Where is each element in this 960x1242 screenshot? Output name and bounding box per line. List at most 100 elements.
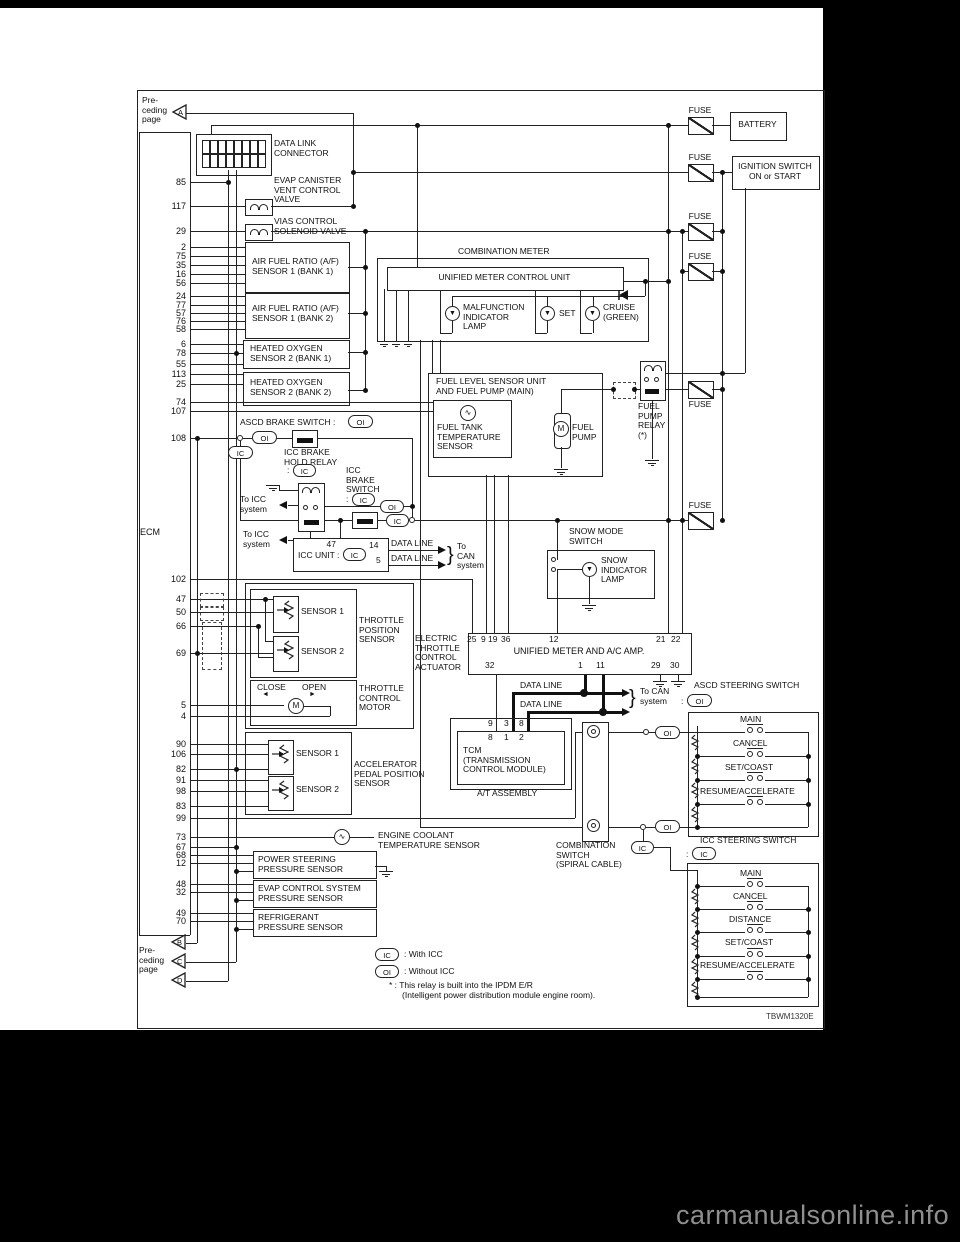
fuse-label: FUSE — [688, 251, 712, 261]
fuse-snow — [688, 512, 714, 530]
amp-pin: 12 — [549, 634, 559, 644]
switch-contact-icon — [745, 748, 765, 757]
fuel-temp-resistor-icon: ∿ — [460, 405, 476, 421]
ecm-pin: 76 — [175, 316, 186, 326]
ecm-pin: 56 — [175, 278, 186, 288]
cruise-lamp-icon: ▼ — [585, 306, 600, 321]
potentiometer-icon — [272, 744, 290, 764]
ecm-pin: 77 — [175, 300, 186, 310]
resistor-icon — [690, 981, 700, 998]
ascd-steering-switch-box — [688, 712, 819, 837]
switch-contact-icon — [745, 924, 765, 933]
ecm-pin: 74 — [175, 397, 186, 407]
ecm-pin: 113 — [171, 369, 186, 379]
at-assembly-box — [450, 718, 572, 790]
to-icc-arrow-icon — [279, 536, 287, 544]
afr1-label: AIR FUEL RATIO (A/F) SENSOR 1 (BANK 1) — [252, 256, 339, 276]
aps-sensor1-box — [268, 740, 294, 775]
mil-lamp-icon: ▼ — [445, 306, 460, 321]
fuse-battery — [688, 117, 714, 135]
icc-row-label: SET/COAST — [725, 937, 774, 947]
fuse-3 — [688, 223, 714, 241]
amp-pin: 9 — [481, 634, 486, 644]
amp-pin: 29 — [651, 660, 661, 670]
tps-sensor2-label: SENSOR 2 — [301, 646, 344, 656]
ecm-pin: 82 — [175, 764, 186, 774]
electric-throttle-actuator-box — [245, 583, 414, 729]
to-can-label: To CAN system — [457, 541, 484, 571]
combination-meter-title: COMBINATION METER — [458, 246, 550, 256]
icc-row-label: DISTANCE — [729, 914, 772, 924]
contact-circle — [643, 729, 649, 735]
umcu-label: UNIFIED METER CONTROL UNIT — [438, 272, 571, 282]
icc-unit-box — [293, 538, 389, 572]
fuel-unit-label: FUEL LEVEL SENSOR UNIT AND FUEL PUMP (MA… — [436, 376, 547, 396]
ecm-pin: 73 — [175, 832, 186, 842]
ho2s2-bank1-box — [243, 340, 350, 369]
amp-pin: 21 — [656, 634, 666, 644]
potentiometer-icon — [277, 600, 295, 620]
preceding-page-marker-a: A — [171, 103, 188, 121]
tcm-pin: 8 — [488, 732, 493, 742]
tcm-pin: 3 — [504, 718, 509, 728]
colon: : — [287, 465, 290, 475]
evap-valve-coil — [245, 199, 273, 216]
throttle-motor-box — [250, 680, 357, 726]
battery-label: BATTERY — [738, 119, 777, 129]
diode-icon — [618, 290, 628, 300]
ascd-brake-switch-label: ASCD BRAKE SWITCH : — [240, 417, 336, 427]
icc-unit-pin14: 14 — [369, 540, 379, 550]
resistor-icon — [690, 934, 700, 951]
aps-sensor2-box — [268, 776, 294, 811]
dashed-connector — [200, 593, 224, 607]
icc-unit-pin5: 5 — [376, 555, 381, 565]
ecm-pin: 107 — [170, 406, 186, 416]
legend-with-icc: : With ICC — [404, 949, 443, 959]
contact-circle — [640, 824, 646, 830]
at-assembly-label: A/T ASSEMBLY — [477, 788, 538, 798]
ect-resistor-icon: ∿ — [334, 829, 350, 845]
amp-pin: 36 — [501, 634, 511, 644]
open-label: OPEN — [302, 682, 327, 692]
throttle-motor-icon: M — [288, 698, 304, 714]
data-link-connector-box — [196, 134, 272, 176]
arrow-icon — [622, 708, 630, 716]
mil-label: MALFUNCTION INDICATOR LAMP — [463, 302, 525, 332]
resistor-icon — [690, 911, 700, 928]
tps-sensor2-box — [273, 636, 299, 672]
ecm-pin: 2 — [180, 242, 186, 252]
ecm-pin: 69 — [175, 648, 186, 658]
ref-sensor-label: REFRIGERANT PRESSURE SENSOR — [258, 912, 344, 932]
icc-unit-label: ICC UNIT : — [298, 550, 340, 560]
vias-valve-label: VIAS CONTROL SOLENOID VALVE — [274, 216, 347, 236]
fuel-tank-temp-box — [433, 400, 512, 458]
icc-row-label: CANCEL — [733, 891, 768, 901]
oi-tag: OI — [348, 415, 373, 428]
legend-note1: * : This relay is built into the IPDM E/… — [389, 980, 533, 990]
snow-lamp-label: SNOW INDICATOR LAMP — [601, 555, 647, 585]
amp-pin: 32 — [485, 660, 495, 670]
icc-steering-title: ICC STEERING SWITCH — [700, 835, 797, 845]
accel-pedal-sensor-box — [245, 732, 352, 815]
ho2s-bank2-label: HEATED OXYGEN SENSOR 2 (BANK 2) — [250, 377, 332, 397]
ecm-pin: 32 — [175, 887, 186, 897]
ecm-pin: 68 — [175, 850, 186, 860]
aps-sensor2-label: SENSOR 2 — [296, 784, 339, 794]
tcm-pin: 9 — [488, 718, 493, 728]
afr2-label: AIR FUEL RATIO (A/F) SENSOR 1 (BANK 2) — [252, 303, 339, 323]
resistor-icon — [690, 734, 700, 751]
icc-brake-switch-symbol — [352, 512, 378, 529]
data-line-label: DATA LINE — [520, 680, 563, 690]
ecm-pin: 50 — [175, 607, 186, 617]
icc-unit-pin47: 47 — [326, 539, 336, 549]
ho2s2-bank2-box — [243, 372, 350, 406]
data-line-label: DATA LINE — [520, 699, 563, 709]
ground-icon — [379, 871, 393, 878]
evap-sensor-label: EVAP CONTROL SYSTEM PRESSURE SENSOR — [258, 883, 361, 903]
ecm-pin: 4 — [180, 711, 186, 721]
to-icc-arrow-icon — [279, 501, 287, 509]
evap-valve-label: EVAP CANISTER VENT CONTROL VALVE — [274, 175, 342, 205]
ic-tag: IC — [375, 948, 399, 961]
switch-contact-icon — [745, 901, 765, 910]
